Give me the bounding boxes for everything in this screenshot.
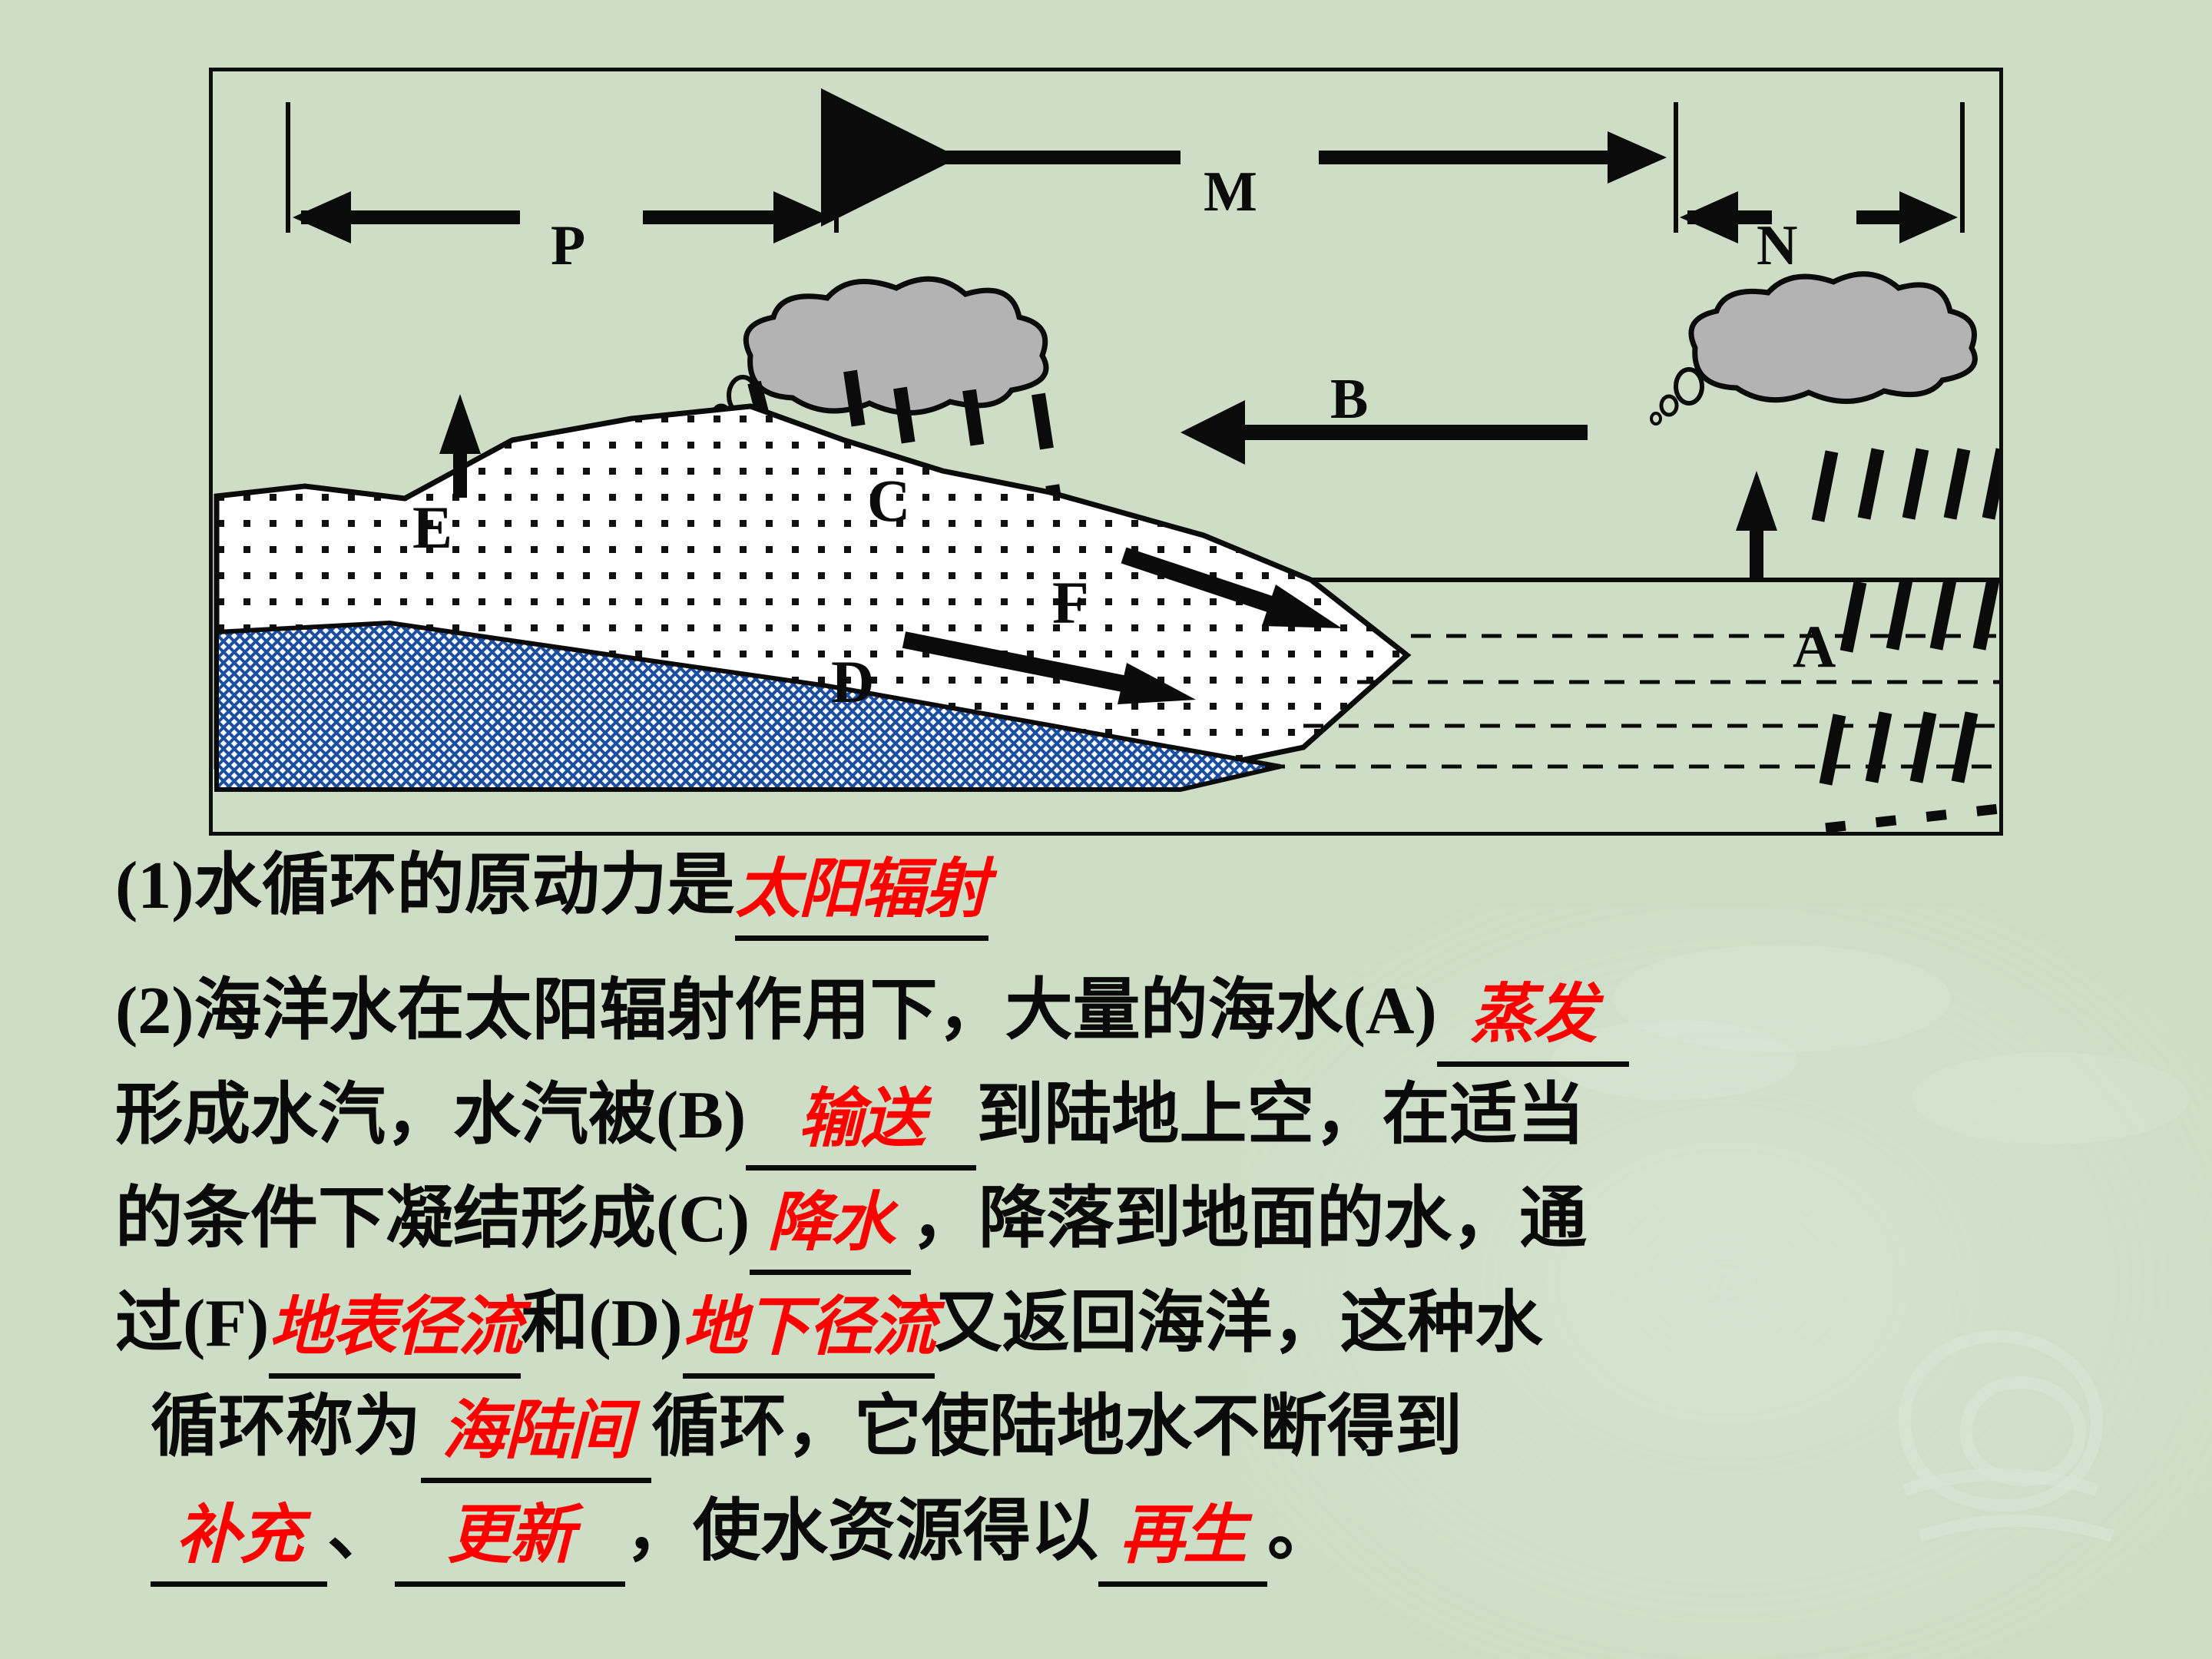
q1-blank[interactable]: 太阳辐射 — [734, 837, 989, 942]
arrow-land-evaporation-E — [439, 394, 481, 498]
q2-number: (2) — [115, 974, 194, 1049]
answer-replenish: 补充 — [175, 1495, 303, 1572]
blank-renew[interactable]: 更新 — [395, 1483, 626, 1588]
sea-layer-dashes — [1265, 634, 1999, 769]
q2-line3-text-b: ，降落到地面的水，通 — [911, 1182, 1588, 1257]
answer-C: 降水 — [767, 1184, 895, 1260]
q2-line4-text-a: 过(F) — [115, 1286, 270, 1361]
answer-cycle-type: 海陆间 — [442, 1392, 632, 1469]
q2-line-1: (2)海洋水在太阳辐射作用下，大量的海水(A) 蒸发 — [115, 962, 2158, 1067]
q2-line3-text-a: 的条件下凝结形成(C) — [115, 1182, 750, 1257]
answer-B: 输送 — [798, 1079, 926, 1156]
blank-C[interactable]: 降水 — [750, 1171, 912, 1275]
q1-number: (1) — [115, 849, 194, 923]
answer-A: 蒸发 — [1469, 975, 1598, 1052]
water-cycle-diagram: P M N A B C D E F — [209, 68, 2003, 836]
q2-line-2: 形成水汽，水汽被(B) 输送到陆地上空，在适当 — [115, 1067, 2158, 1171]
diagram-label-D: D — [831, 648, 875, 715]
diagram-label-M: M — [1204, 161, 1257, 224]
arrow-underground-runoff-D — [902, 631, 1196, 704]
q1-answer: 太阳辐射 — [735, 850, 989, 926]
arrow-vapour-transport-B — [1181, 400, 1588, 465]
arrow-span-M — [821, 88, 1667, 227]
diagram-label-P: P — [551, 214, 586, 277]
blank-cycle-type[interactable]: 海陆间 — [421, 1379, 652, 1483]
diagram-label-A: A — [1793, 613, 1836, 680]
arrow-span-N — [1680, 191, 1958, 243]
q2-line-3: 的条件下凝结形成(C)降水，降落到地面的水，通 — [115, 1171, 2158, 1275]
answer-D: 地下径流 — [682, 1287, 936, 1364]
q2-line6-text-a: ，使水资源得以 — [625, 1494, 1099, 1569]
blank-regenerate[interactable]: 再生 — [1098, 1483, 1268, 1588]
q2-line-4: 过(F)地表径流和(D)地下径流又返回海洋，这种水 — [115, 1275, 2158, 1379]
answer-regenerate: 再生 — [1120, 1495, 1247, 1572]
q2-line1-text: 海洋水在太阳辐射作用下，大量的海水(A) — [194, 974, 1437, 1049]
arrow-ocean-evaporation-A — [1736, 471, 1777, 580]
question-1-line: (1)水循环的原动力是太阳辐射 — [115, 837, 2158, 942]
answer-F: 地表径流 — [269, 1287, 522, 1364]
q2-line2-text-b: 到陆地上空，在适当 — [976, 1078, 1585, 1153]
blank-B[interactable]: 输送 — [746, 1067, 977, 1171]
arrow-span-P — [293, 191, 832, 243]
rain-dashes-ocean-low — [1825, 803, 1999, 832]
q2-line5-text-a: 循环称为 — [151, 1390, 422, 1465]
diagram-label-E: E — [412, 494, 453, 561]
diagram-canvas — [214, 88, 1999, 832]
q2-line-5: 循环称为海陆间循环，它使陆地水不断得到 — [115, 1379, 2158, 1483]
arrow-surface-runoff-F — [1121, 547, 1342, 628]
blank-D[interactable]: 地下径流 — [682, 1275, 936, 1379]
groundwater-body — [214, 620, 1281, 792]
cloud-over-ocean — [1650, 271, 1978, 426]
q2-separator-1: 、 — [327, 1494, 396, 1569]
q2-line4-text-b: 和(D) — [521, 1286, 683, 1361]
blank-replenish[interactable]: 补充 — [151, 1483, 327, 1588]
q2-line5-text-b: 循环，它使陆地水不断得到 — [651, 1390, 1463, 1465]
q2-line6-text-b: 。 — [1267, 1494, 1336, 1569]
question-2-block: (2)海洋水在太阳辐射作用下，大量的海水(A) 蒸发 形成水汽，水汽被(B) 输送到… — [115, 962, 2158, 1588]
diagram-label-C: C — [867, 467, 911, 534]
question-text-block: (1)水循环的原动力是太阳辐射 (2)海洋水在太阳辐射作用下，大量的海水(A) 蒸… — [115, 837, 2158, 1588]
q2-line4-text-c: 又返回海洋，这种水 — [934, 1286, 1543, 1361]
diagram-label-N: N — [1757, 214, 1798, 277]
blank-A[interactable]: 蒸发 — [1436, 962, 1629, 1067]
q2-line2-text-a: 形成水汽，水汽被(B) — [115, 1078, 747, 1153]
answer-renew: 更新 — [447, 1495, 575, 1572]
blank-F[interactable]: 地表径流 — [269, 1275, 522, 1379]
diagram-label-B: B — [1330, 368, 1369, 431]
q1-text: 水循环的原动力是 — [194, 849, 735, 923]
rain-streaks-ocean — [1811, 448, 1999, 786]
diagram-label-F: F — [1052, 569, 1089, 636]
q2-line-6: 补充、更新 ，使水资源得以再生。 — [115, 1483, 2158, 1588]
